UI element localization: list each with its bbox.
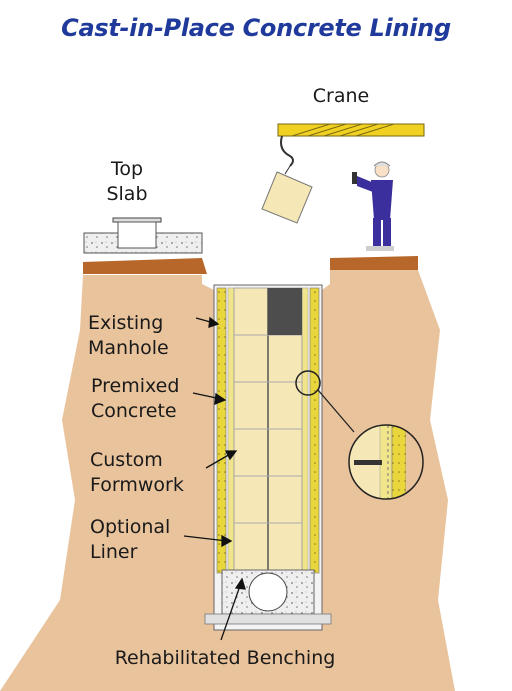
- detail-magnifier: [295, 370, 424, 500]
- label-top-slab: Top Slab: [106, 158, 148, 205]
- crane-drawing: [261, 123, 425, 224]
- ground-left: [83, 258, 207, 274]
- top-slab-drawing: [83, 217, 203, 254]
- ground-right: [330, 256, 418, 270]
- label-custom-formwork: Custom Formwork: [90, 449, 184, 496]
- label-arrows: [183, 316, 246, 641]
- diagram-title: Cast-in-Place Concrete Lining: [61, 14, 451, 42]
- label-crane: Crane: [312, 85, 370, 107]
- label-rehabilitated-benching: Rehabilitated Benching: [114, 647, 336, 669]
- manhole-shaft: [204, 284, 332, 631]
- worker-figure: [352, 161, 394, 251]
- label-premixed-concrete: Premixed Concrete: [91, 375, 180, 422]
- soil: [0, 270, 455, 691]
- label-optional-liner: Optional Liner: [90, 516, 171, 563]
- label-existing-manhole: Existing Manhole: [88, 312, 169, 359]
